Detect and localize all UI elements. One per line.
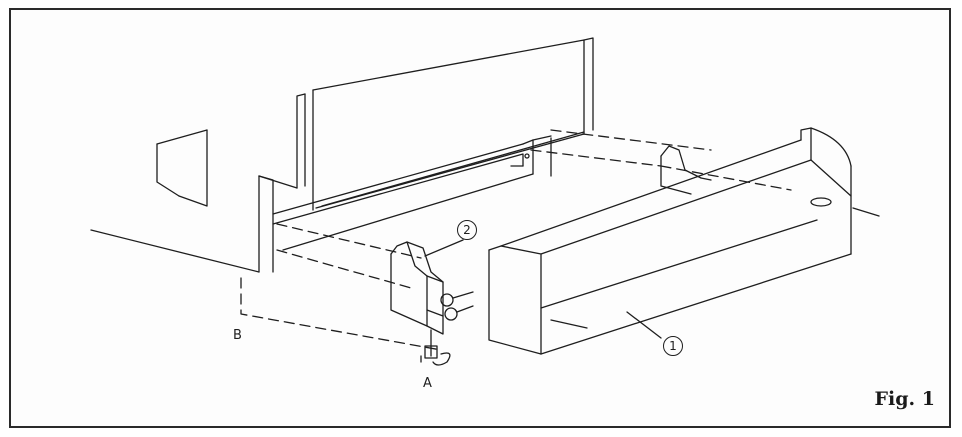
alignment-lines xyxy=(240,129,792,351)
appliance-body xyxy=(90,129,298,273)
plinth xyxy=(488,127,880,355)
right-bracket xyxy=(660,145,712,195)
figure-frame: 2 1 A B Fig. 1 xyxy=(9,8,951,428)
callout-part-2: 2 xyxy=(457,220,477,240)
callout-leaders xyxy=(424,239,662,339)
adjustable-foot xyxy=(420,329,451,366)
left-bracket xyxy=(390,241,474,335)
callout-point-a: A xyxy=(423,376,432,391)
assembly-drawing xyxy=(90,37,880,366)
callout-part-1: 1 xyxy=(663,336,683,356)
callout-point-b: B xyxy=(233,328,242,343)
door-panel xyxy=(296,37,594,211)
figure-caption: Fig. 1 xyxy=(874,388,935,410)
front-rail xyxy=(258,135,552,273)
